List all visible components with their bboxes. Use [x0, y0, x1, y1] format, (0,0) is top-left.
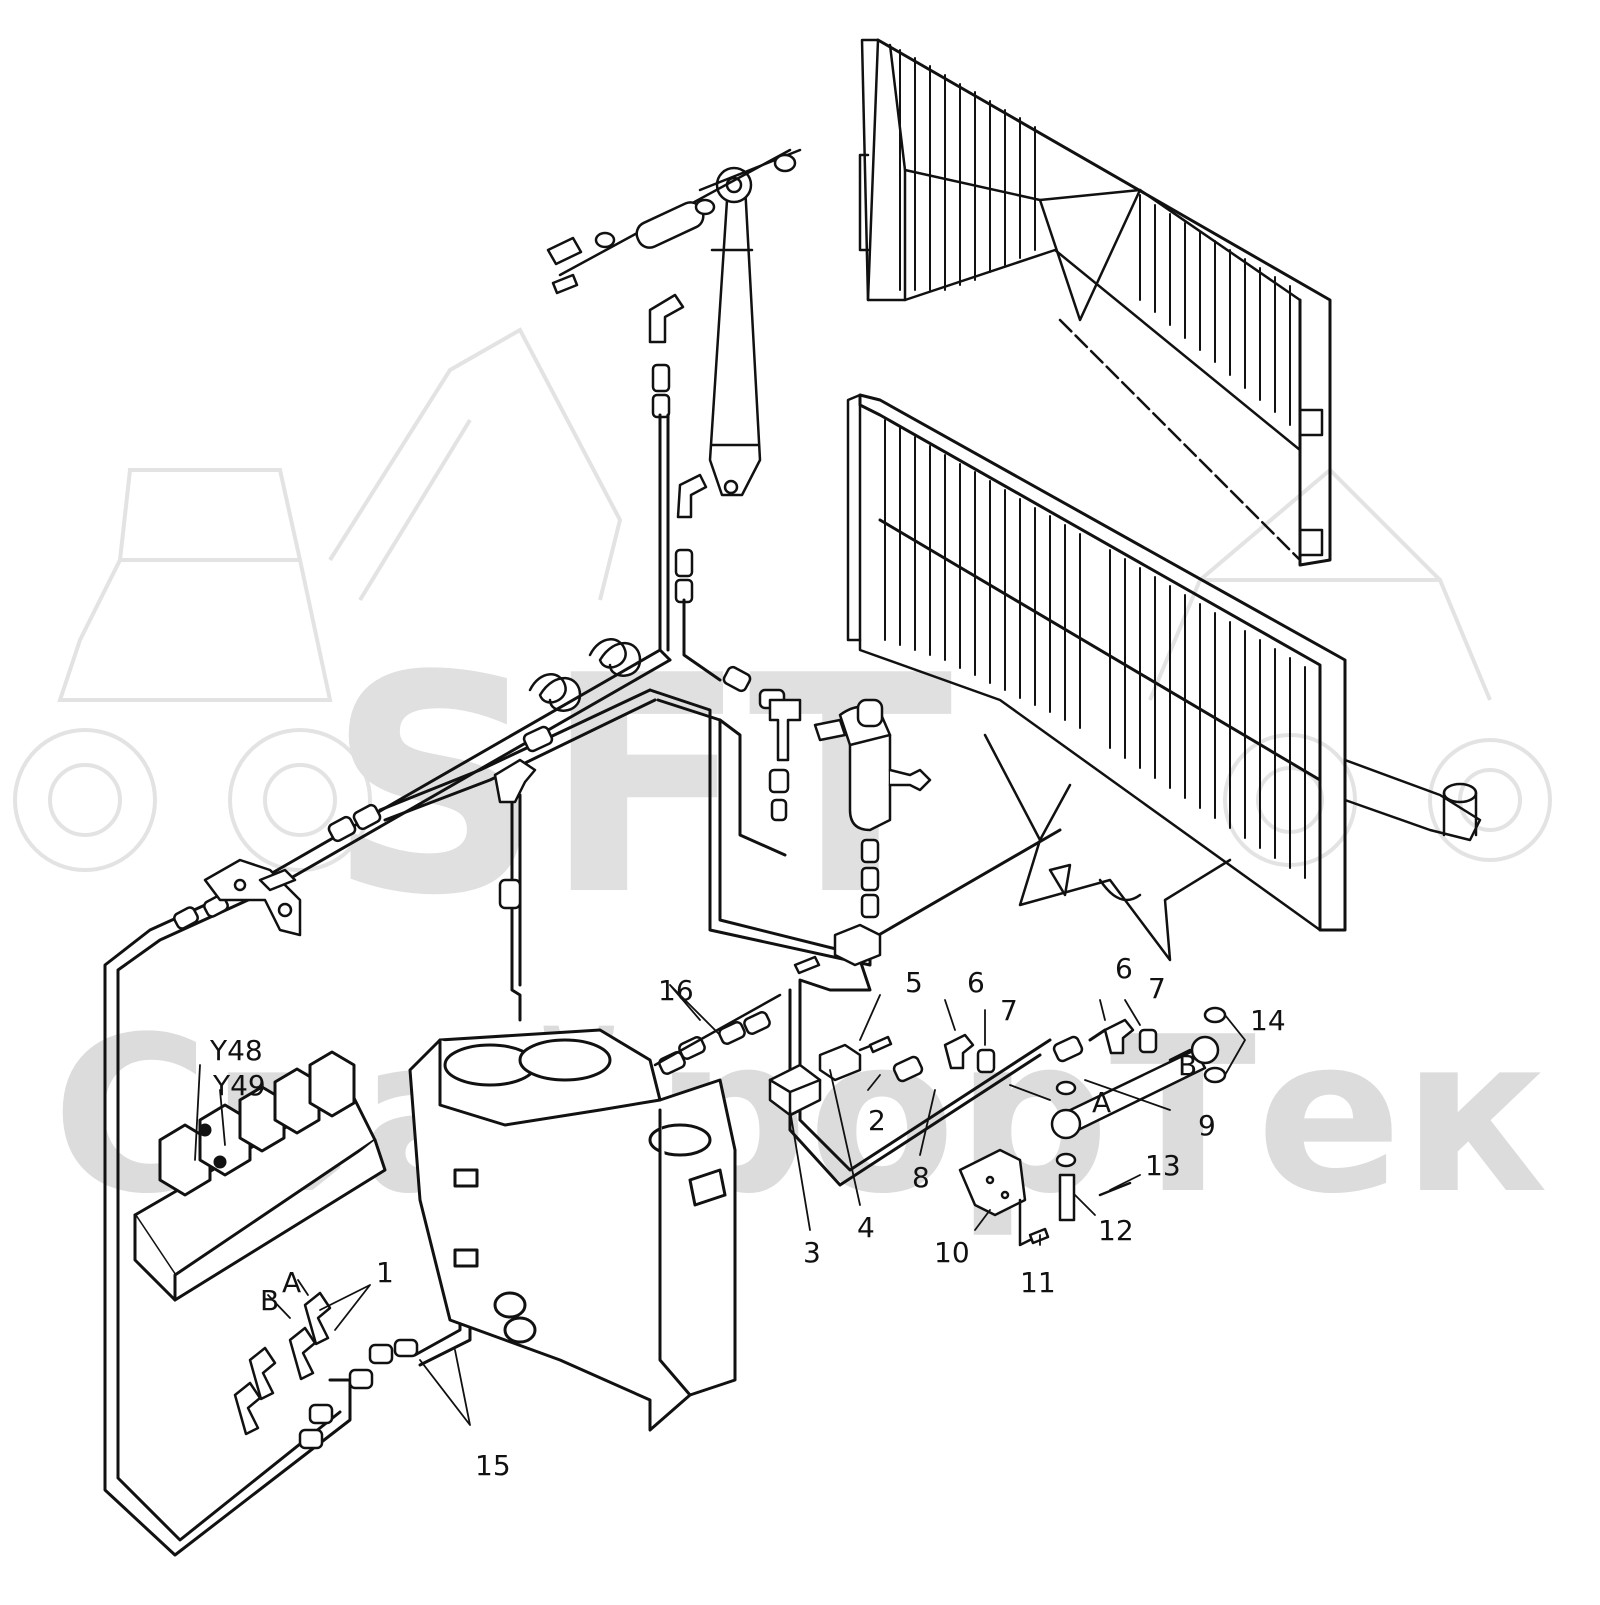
callout-10: 10	[934, 1236, 970, 1269]
port-b-cylinder: B	[1178, 1049, 1197, 1082]
bracket-10	[958, 1148, 1050, 1247]
mounting-plate	[203, 858, 302, 937]
cylinder-elbow-fittings	[648, 293, 708, 604]
callout-16: 16	[658, 974, 694, 1007]
port-a-cylinder: A	[1092, 1086, 1111, 1119]
fittings-6-7	[892, 1018, 1158, 1083]
callout-9: 9	[1198, 1109, 1216, 1142]
callout-13: 13	[1145, 1149, 1181, 1182]
upper-panel-slats	[899, 49, 1291, 426]
callout-11: 11	[1020, 1266, 1056, 1299]
callout-6a: 6	[967, 966, 985, 999]
callout-12: 12	[1098, 1214, 1134, 1247]
callout-1: 1	[376, 1256, 394, 1289]
callout-6b: 6	[1115, 952, 1133, 985]
leader-lines	[194, 984, 1246, 1426]
upper-fold-panel	[858, 38, 1332, 567]
callout-7b: 7	[1148, 972, 1166, 1005]
watermark-excavator-arm	[328, 327, 623, 602]
small-cylinder	[1050, 1006, 1227, 1222]
lift-cylinder	[698, 148, 802, 497]
lower-grille-slats	[884, 419, 1306, 879]
callout-7a: 7	[1000, 994, 1018, 1027]
label-y49: Y49	[212, 1069, 266, 1102]
port-b-valve: B	[260, 1284, 279, 1317]
callout-3: 3	[803, 1236, 821, 1269]
port-a-valve: A	[282, 1266, 301, 1299]
watermark-tractor-left	[13, 468, 372, 872]
callout-5: 5	[905, 966, 923, 999]
callout-2: 2	[868, 1104, 886, 1137]
callout-4: 4	[857, 1211, 875, 1244]
label-y48: Y48	[209, 1034, 263, 1067]
lower-main-grille	[846, 393, 1482, 962]
inline-filter	[813, 698, 932, 919]
fittings-16	[653, 993, 782, 1075]
callout-15: 15	[475, 1449, 511, 1482]
valve-elbows	[233, 1291, 419, 1450]
hydraulic-tank	[408, 1028, 737, 1432]
hose-fittings	[173, 665, 802, 930]
valve-block	[133, 1050, 387, 1302]
callout-labels: 1 2 3 4 5 6 7 6 7 8 9 10 11 12 13 14 15 …	[209, 952, 1286, 1482]
pin-assembly	[546, 148, 797, 295]
clamp-block	[768, 923, 893, 1117]
callout-14: 14	[1250, 1004, 1286, 1037]
watermark-tractor-right	[1148, 467, 1552, 867]
callout-8: 8	[912, 1161, 930, 1194]
drawing	[103, 38, 1482, 1557]
